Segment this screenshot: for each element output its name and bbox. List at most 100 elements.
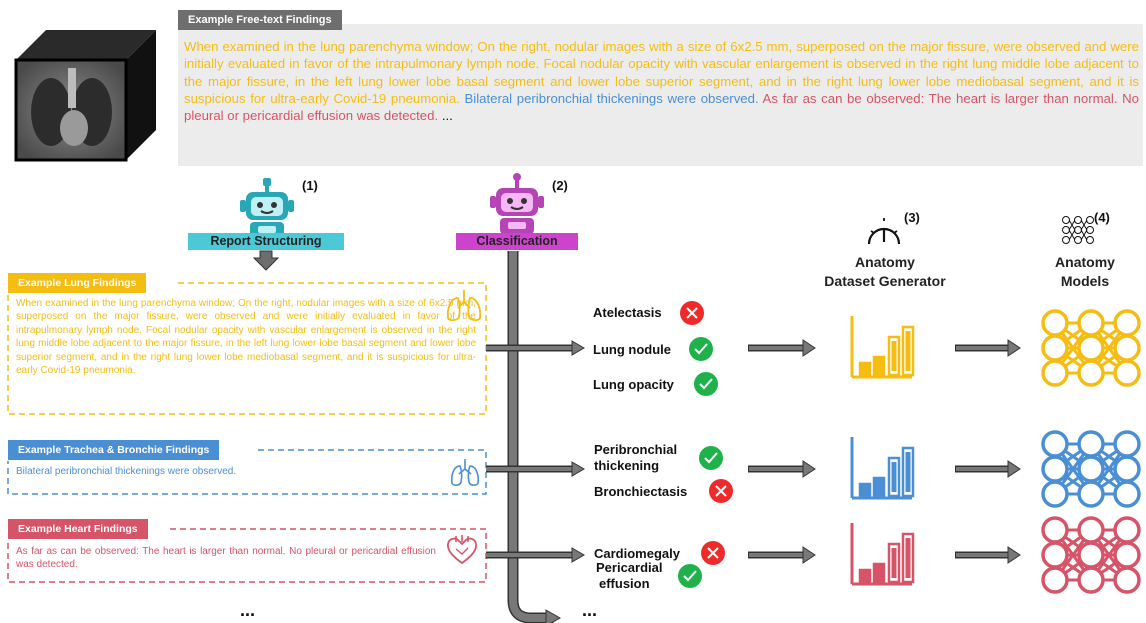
free-text-ellipsis: ... [441, 108, 453, 124]
lung-model-network-icon [1041, 309, 1141, 387]
peribronchial-line-2: thickening [594, 458, 660, 473]
check-icon [694, 372, 718, 396]
branch-arrows [486, 340, 585, 563]
network-node [1041, 309, 1069, 337]
heart-chart-bar [901, 532, 915, 584]
lung-findings-text: When examined in the lung parenchyma win… [16, 298, 476, 377]
network-node [1077, 516, 1105, 544]
check-icon [678, 564, 702, 588]
free-text-box [178, 24, 1143, 166]
robot-icon-classification [490, 173, 544, 234]
trunk-arrowhead-icon [545, 609, 562, 623]
free-text-lung: When examined in the lung parenchyma win… [184, 39, 1139, 106]
dataset-charts [850, 316, 915, 586]
network-node [1041, 541, 1069, 569]
classification-label: Classification [456, 233, 578, 250]
network-node [1113, 334, 1141, 362]
network-node [1077, 541, 1105, 569]
network-node [1113, 480, 1141, 508]
trachea-findings-text: Bilateral peribronchial thickenings were… [16, 466, 237, 477]
models-heading-line-2: Models [1060, 273, 1110, 289]
network-node [1077, 309, 1105, 337]
trunk-fill [509, 251, 548, 622]
network-node [1077, 334, 1105, 362]
lung-chart-bar [858, 361, 872, 377]
dataset-heading-line-2: Dataset Generator [824, 273, 946, 289]
network-node [1077, 480, 1105, 508]
network-node [1113, 541, 1141, 569]
cross-icon [701, 541, 725, 565]
network-node [1113, 455, 1141, 483]
step-2-number: (2) [552, 178, 568, 193]
trachea-to-dataset-arrow [748, 460, 816, 478]
models-heading-line-1: Anatomy [1055, 254, 1115, 270]
check-icon [689, 337, 713, 361]
ct-volume-icon [14, 30, 156, 162]
dataset-generator-heading: Anatomy Dataset Generator [785, 253, 985, 291]
lung-to-dataset-arrow [748, 339, 816, 357]
free-text-heart: As far as can be observed: The heart is … [184, 90, 1139, 124]
finding-bronchiectasis: Bronchiectasis [594, 484, 688, 499]
flow-arrows [748, 339, 1021, 564]
flow-ellipsis: ... [582, 600, 598, 620]
step-4-number: (4) [1094, 210, 1110, 225]
finding-lung-nodule: Lung nodule [593, 342, 671, 357]
peribronchial-line-1: Peribronchial [594, 442, 678, 457]
report-structuring-label: Report Structuring [188, 233, 344, 250]
network-node [1077, 566, 1105, 594]
free-text-trachea: Bilateral peribronchial thickenings were… [464, 90, 759, 106]
heart-findings-box [7, 528, 487, 583]
heart-findings-text: As far as can be observed: The heart is … [16, 546, 436, 571]
trachea-findings-tag: Example Trachea & Bronchie Findings [8, 440, 220, 460]
network-node [1041, 430, 1069, 458]
lung-chart-bar [901, 325, 915, 377]
network-node [1041, 480, 1069, 508]
neural-network-small-icon [1062, 216, 1094, 244]
lung-findings-tag: Example Lung Findings [8, 273, 147, 293]
network-node [1041, 455, 1069, 483]
heart-findings-tag: Example Heart Findings [8, 519, 148, 539]
check-icon [699, 446, 723, 470]
network-node [1077, 359, 1105, 387]
network-node [1113, 516, 1141, 544]
finding-atelectasis: Atelectasis [593, 305, 662, 320]
lung-to-model-arrow [955, 339, 1021, 357]
trachea-chart-bar [887, 456, 901, 498]
step-1-number: (1) [302, 178, 318, 193]
gauge-icon [867, 218, 901, 245]
lung-findings-box [7, 282, 487, 415]
heart-to-model-arrow [955, 546, 1021, 564]
network-node [1041, 516, 1069, 544]
network-node [1113, 359, 1141, 387]
trachea-chart-bar [872, 476, 886, 498]
trunk-outline [507, 251, 554, 623]
cross-icon [709, 479, 733, 503]
network-node [1113, 309, 1141, 337]
dataset-heading-line-1: Anatomy [855, 254, 915, 270]
network-node [1077, 455, 1105, 483]
free-text-paragraph: When examined in the lung parenchyma win… [184, 38, 1139, 124]
finding-lung-opacity: Lung opacity [593, 377, 674, 392]
heart-to-dataset-arrow [748, 546, 816, 564]
trachea-chart-bar [858, 482, 872, 498]
heart-chart-bar [872, 562, 886, 584]
sections-ellipsis: ... [240, 600, 256, 620]
anatomy-model-networks [1041, 309, 1141, 594]
heart-dataset-chart-icon [850, 523, 915, 586]
finding-cardiomegaly: Cardiomegaly [594, 546, 680, 561]
trachea-to-model-arrow [955, 460, 1021, 478]
pericardial-line-1: Pericardial [596, 560, 663, 575]
heart-chart-bar [858, 568, 872, 584]
free-text-tag: Example Free-text Findings [178, 10, 342, 30]
network-node [1041, 359, 1069, 387]
cross-icon [680, 301, 704, 325]
network-node [1113, 430, 1141, 458]
finding-peribronchial-thickening: Peribronchial thickening [594, 442, 677, 474]
trachea-chart-bar [901, 446, 915, 498]
lungs-icon [446, 290, 482, 322]
lung-dataset-chart-icon [850, 316, 915, 379]
step-3-number: (3) [904, 210, 920, 225]
network-node [1113, 566, 1141, 594]
lung-chart-bar [887, 335, 901, 377]
